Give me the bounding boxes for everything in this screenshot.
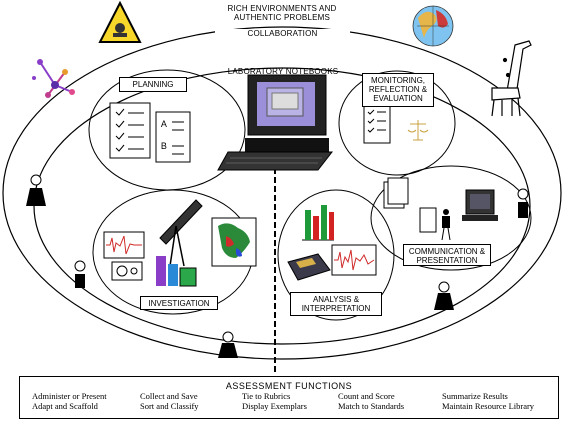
monitoring-label-line-2: REFLECTION & — [368, 85, 428, 94]
assessment-item: Count and Score — [338, 391, 395, 401]
assessment-item: Administer or Present — [32, 391, 107, 401]
assessment-item: Match to Standards — [338, 400, 405, 411]
communication-label: COMMUNICATION & PRESENTATION — [403, 244, 491, 266]
planning-label: PLANNING — [119, 77, 187, 92]
assessment-title: ASSESSMENT FUNCTIONS — [225, 381, 353, 391]
telescope-icon — [159, 199, 203, 267]
analysis-bubble — [277, 189, 395, 321]
assessment-column-4: Count and Score Match to Standards — [338, 391, 405, 411]
monitoring-label-line-3: EVALUATION — [373, 94, 423, 103]
checklist-icon — [109, 102, 191, 163]
computer-icon — [217, 74, 334, 171]
investigation-label: INVESTIGATION — [140, 296, 218, 310]
desktop-computer-icon — [462, 189, 498, 221]
assessment-column-5: Summarize Results Maintain Resource Libr… — [442, 391, 535, 411]
person-icon — [434, 281, 454, 310]
giraffe-icon — [491, 40, 532, 117]
lab-notebooks-label: LABORATORY NOTEBOOKS — [227, 67, 339, 76]
person-icon — [517, 188, 529, 218]
assessment-item: Display Exemplars — [242, 400, 307, 411]
assessment-item: Sort and Classify — [140, 400, 199, 411]
assessment-item: Summarize Results — [442, 391, 508, 401]
globe-icon — [412, 5, 454, 47]
collaboration-label: COLLABORATION — [215, 29, 350, 38]
calculator-icon — [287, 253, 331, 281]
assessment-item: Adapt and Scaffold — [32, 400, 98, 411]
balance-scale-icon — [407, 120, 429, 141]
monitoring-label: MONITORING, REFLECTION & EVALUATION — [362, 73, 434, 107]
presenter-icon — [419, 207, 451, 241]
assessment-column-1: Administer or Present Adapt and Scaffold — [32, 391, 107, 411]
lab-equipment-icon — [111, 256, 197, 287]
map-icon — [211, 217, 257, 267]
evaluation-checklist-icon — [363, 104, 391, 144]
communication-bubble — [370, 165, 532, 271]
person-icon — [218, 331, 238, 358]
molecule-icon — [32, 59, 75, 98]
monitoring-bubble — [338, 70, 456, 176]
checklist-mark-a: A — [160, 119, 168, 129]
document-stack-icon — [383, 177, 409, 209]
assessment-functions-box: ASSESSMENT FUNCTIONS Administer or Prese… — [19, 376, 559, 419]
signal-graph-icon — [331, 244, 377, 276]
assessment-item: Maintain Resource Library — [442, 400, 535, 411]
title-line-2: AUTHENTIC PROBLEMS — [233, 13, 331, 22]
person-icon — [74, 260, 86, 288]
analysis-label-line-1: ANALYSIS & — [312, 295, 360, 304]
analysis-label-line-2: INTERPRETATION — [301, 304, 371, 313]
assessment-item: Collect and Save — [140, 391, 198, 401]
assessment-column-2: Collect and Save Sort and Classify — [140, 391, 199, 411]
warning-sign-icon — [98, 0, 142, 43]
title-line-1: RICH ENVIRONMENTS AND — [227, 4, 337, 13]
seismograph-icon — [103, 231, 145, 259]
communication-label-line-2: PRESENTATION — [416, 256, 478, 265]
assessment-item: Tie to Rubrics — [242, 391, 291, 401]
monitoring-label-line-1: MONITORING, — [370, 76, 426, 85]
analysis-label: ANALYSIS & INTERPRETATION — [290, 292, 382, 316]
assessment-column-3: Tie to Rubrics Display Exemplars — [242, 391, 307, 411]
bar-chart-icon — [302, 205, 334, 241]
communication-label-line-1: COMMUNICATION & — [408, 247, 486, 256]
person-icon — [26, 174, 46, 206]
collaboration-ellipse — [2, 26, 562, 360]
checklist-mark-b: B — [160, 141, 168, 151]
